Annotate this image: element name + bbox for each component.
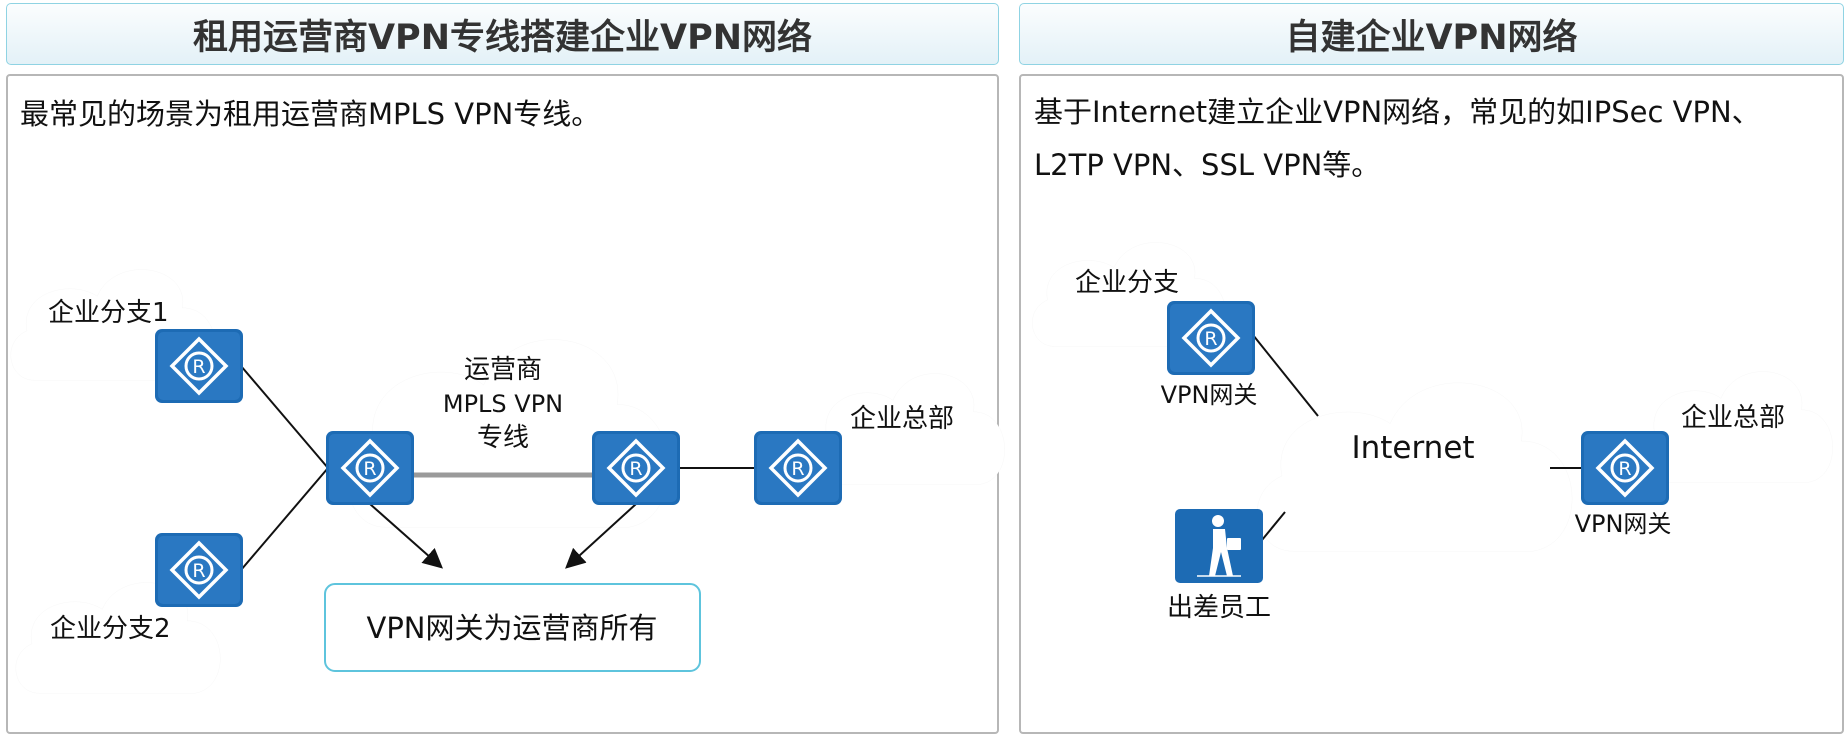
left-panel-title: 租用运营商VPN专线搭建企业VPN网络 <box>6 3 999 65</box>
branch2-label: 企业分支2 <box>50 614 171 644</box>
link-traveler-internet <box>1261 511 1286 541</box>
link-branch1-pe1 <box>240 365 329 469</box>
gateway-callout-box <box>324 583 701 672</box>
router-icon <box>1165 299 1257 377</box>
carrier-label-line2: MPLS VPN <box>443 390 563 418</box>
gateway-label-hq: VPN网关 <box>1575 510 1672 538</box>
internet-label: Internet <box>1351 430 1474 466</box>
branch-label-right: 企业分支 <box>1075 268 1179 298</box>
right-description-line2: L2TP VPN、SSL VPN等。 <box>1034 148 1381 182</box>
arrow-pe2-callout <box>565 503 637 569</box>
router-icon <box>1579 429 1671 507</box>
hq-label-left: 企业总部 <box>850 404 954 434</box>
router-icon <box>324 429 416 507</box>
router-icon <box>153 531 245 609</box>
internet-cloud <box>1257 383 1572 551</box>
hq-label-right: 企业总部 <box>1681 403 1785 433</box>
carrier-label-line1: 运营商 <box>464 355 542 385</box>
left-description: 最常见的场景为租用运营商MPLS VPN专线。 <box>20 97 601 131</box>
carrier-label-line3: 专线 <box>477 423 529 453</box>
router-icon <box>590 429 682 507</box>
gateway-label-branch: VPN网关 <box>1161 381 1258 409</box>
gateway-callout-text: VPN网关为运营商所有 <box>366 611 657 645</box>
arrow-pe1-callout <box>369 503 443 569</box>
right-panel-title: 自建企业VPN网络 <box>1019 3 1844 65</box>
router-icon <box>153 327 245 405</box>
traveling-employee-icon <box>1175 509 1263 583</box>
link-branch2-pe1 <box>240 467 329 571</box>
router-icon <box>752 429 844 507</box>
right-description-line1: 基于Internet建立企业VPN网络，常见的如IPSec VPN、 <box>1034 95 1761 129</box>
traveler-label: 出差员工 <box>1167 593 1271 623</box>
link-branch-gw-internet <box>1252 334 1319 417</box>
branch1-label: 企业分支1 <box>48 298 169 328</box>
